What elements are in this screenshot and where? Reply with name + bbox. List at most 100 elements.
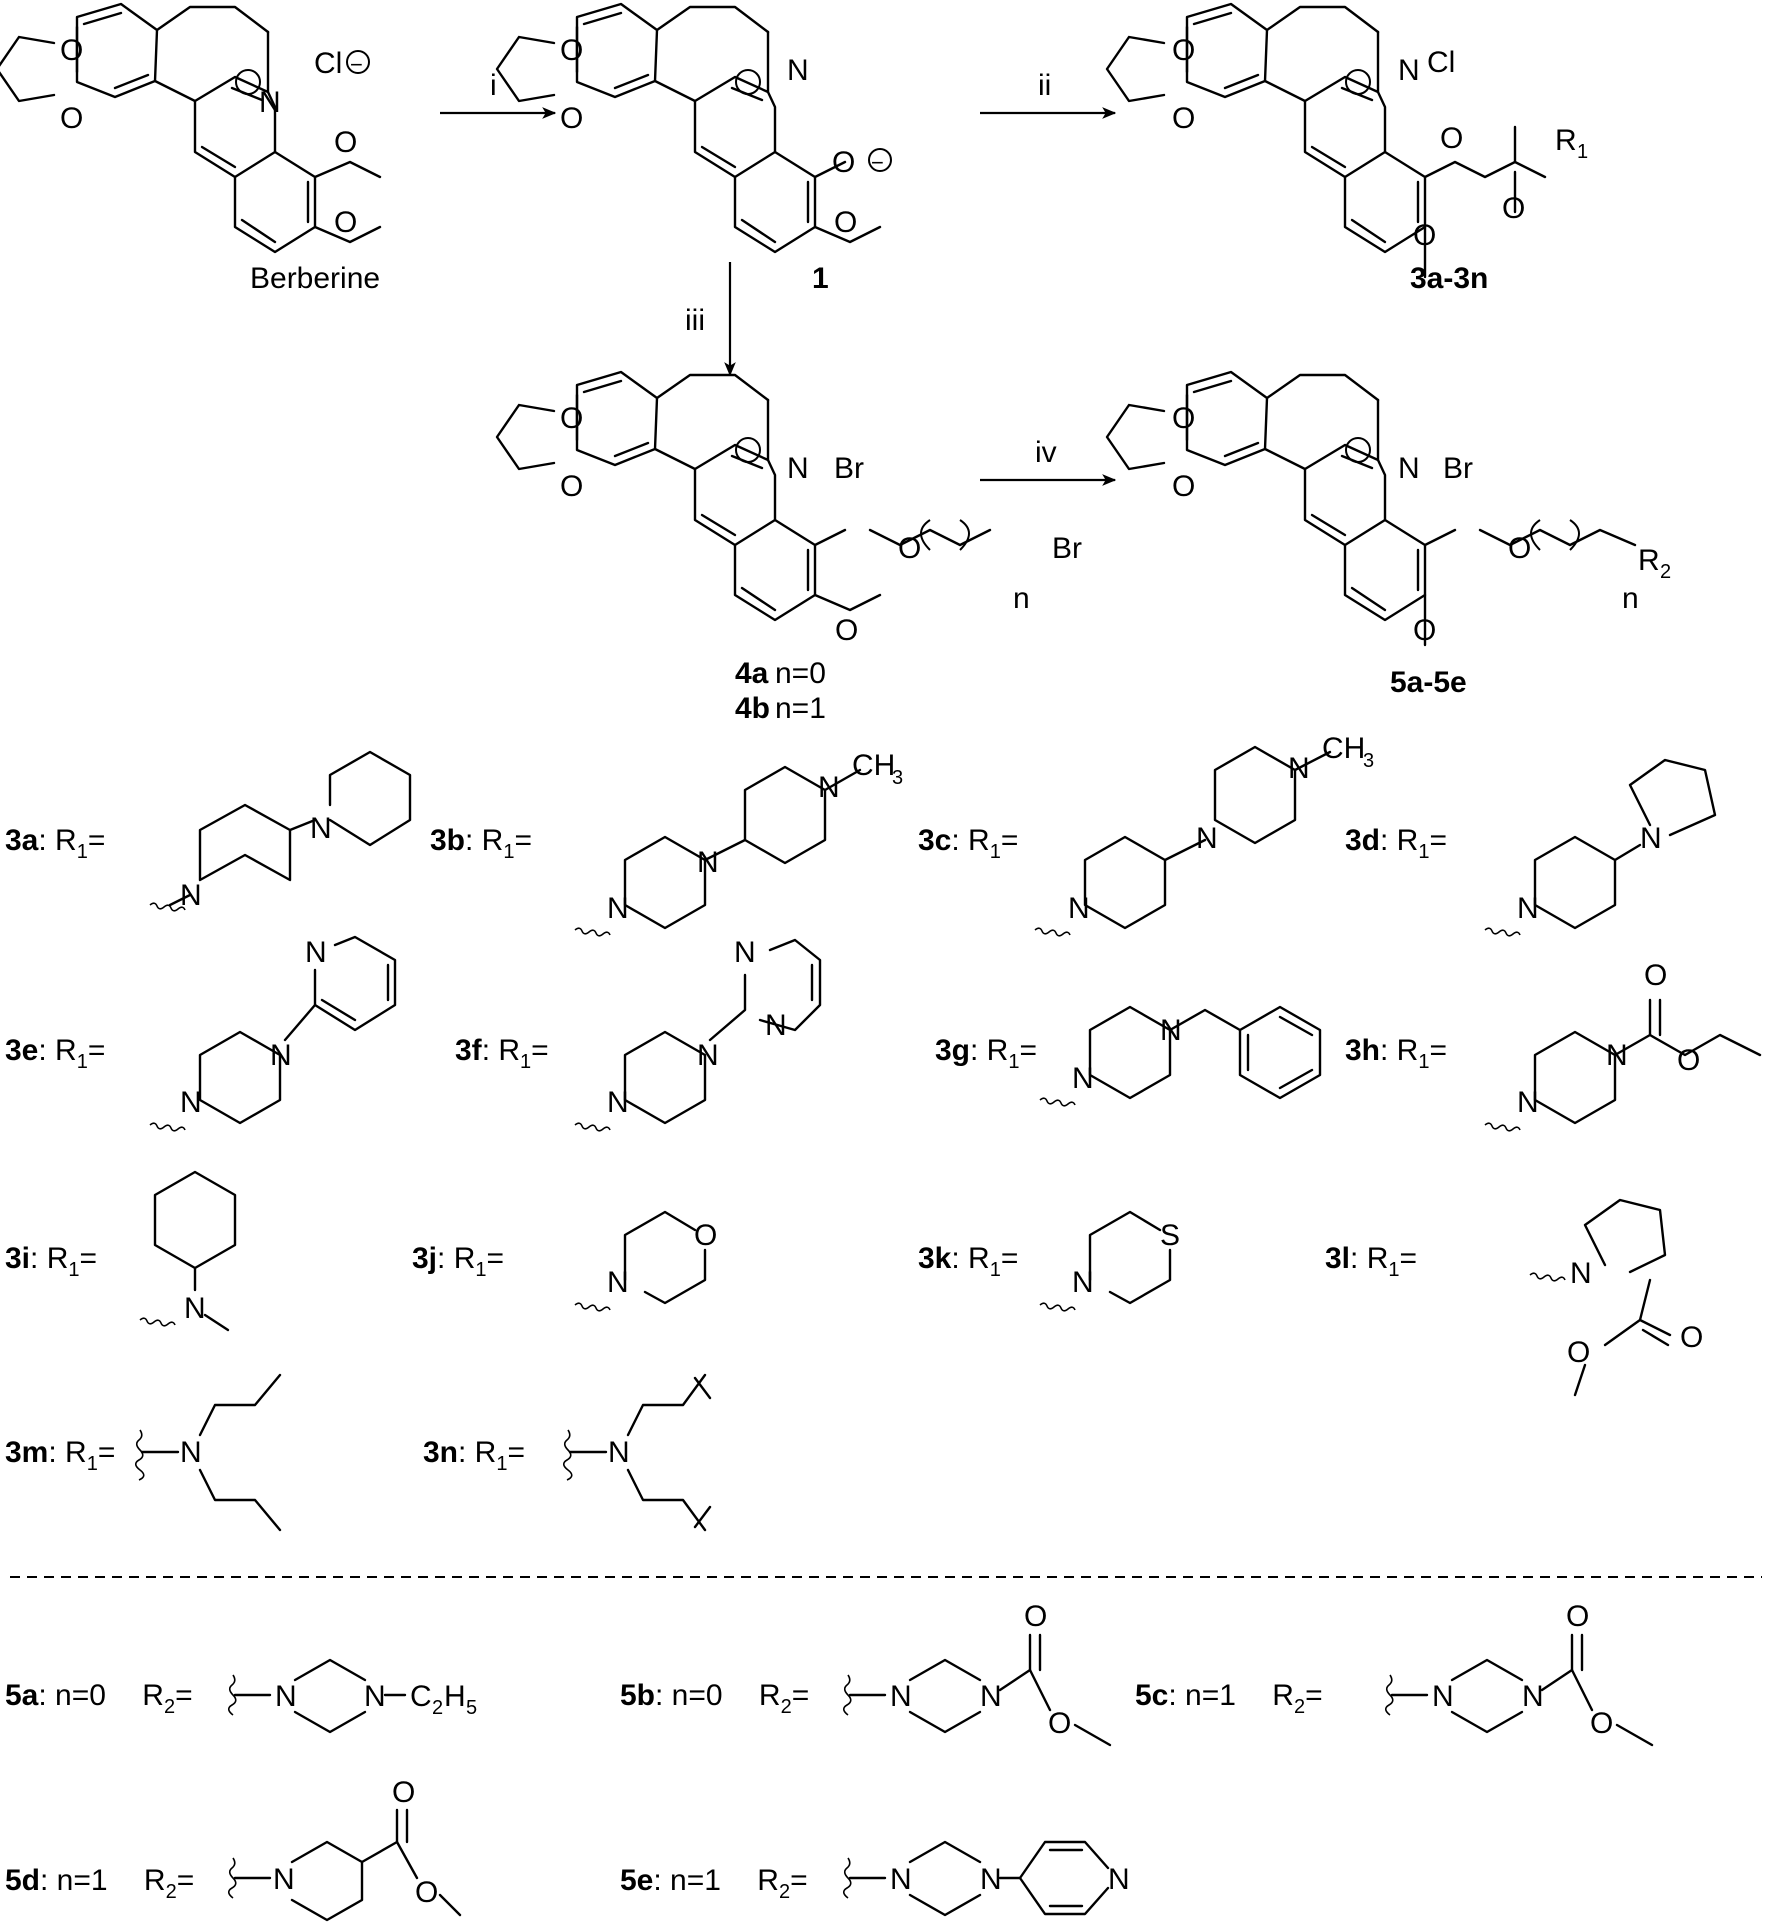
svg-text:N: N	[180, 879, 202, 912]
svg-text:O: O	[835, 614, 858, 647]
r1-3h	[1484, 998, 1762, 1132]
svg-text:3: 3	[1363, 750, 1374, 772]
reagent-iii: iii	[685, 304, 705, 337]
svg-text:N: N	[1522, 1680, 1544, 1713]
svg-text:Cl: Cl	[314, 47, 342, 80]
svg-text:n: n	[1013, 582, 1030, 615]
svg-text:3h: R1=: 3h: R1=	[1345, 1034, 1447, 1073]
svg-text:R: R	[1555, 124, 1577, 157]
svg-text:O: O	[60, 34, 83, 67]
r1-3m	[134, 1373, 282, 1532]
r2-5d	[227, 1808, 462, 1922]
r2-5c	[1384, 1633, 1654, 1747]
svg-text:N: N	[184, 1292, 206, 1325]
svg-text:N: N	[259, 86, 281, 119]
svg-text:−: −	[871, 150, 884, 175]
svg-text:O: O	[415, 1876, 438, 1909]
svg-text:5b: n=0 R2=: 5b: n=0 R2=	[620, 1679, 809, 1718]
svg-text:N: N	[697, 1039, 719, 1072]
svg-text:H: H	[444, 1680, 466, 1713]
r1-3l	[1529, 1198, 1672, 1397]
svg-text:O: O	[1508, 532, 1531, 565]
svg-text:3e: R1=: 3e: R1=	[5, 1034, 105, 1073]
svg-text:N: N	[305, 936, 327, 969]
svg-text:O: O	[1172, 402, 1195, 435]
berberine-structure	[0, 2, 382, 254]
svg-text:N: N	[980, 1680, 1002, 1713]
svg-text:2: 2	[432, 1697, 443, 1719]
svg-text:O: O	[1502, 192, 1525, 225]
svg-text:N: N	[608, 1436, 630, 1469]
svg-text:N: N	[364, 1680, 386, 1713]
svg-text:N: N	[1108, 1863, 1130, 1896]
svg-text:O: O	[1440, 122, 1463, 155]
compound-1-structure	[495, 2, 882, 254]
svg-text:N: N	[1398, 452, 1420, 485]
r1-3e	[149, 935, 397, 1132]
svg-text:O: O	[694, 1219, 717, 1252]
r1-3f	[574, 938, 822, 1132]
r1-3b	[574, 765, 862, 937]
r1-3j	[574, 1210, 707, 1312]
svg-text:N: N	[787, 54, 809, 87]
r2-5b	[842, 1633, 1112, 1747]
svg-text:O: O	[392, 1776, 415, 1809]
svg-text:3i: R1=: 3i: R1=	[5, 1242, 97, 1281]
svg-text:O: O	[1566, 1600, 1589, 1633]
svg-text:O: O	[1413, 614, 1436, 647]
svg-text:N: N	[1517, 892, 1539, 925]
svg-text:O: O	[60, 102, 83, 135]
label-berberine: Berberine	[250, 262, 380, 295]
svg-text:3a: R1=: 3a: R1=	[5, 824, 105, 863]
svg-text:O: O	[1680, 1321, 1703, 1354]
svg-text:N: N	[734, 936, 756, 969]
svg-text:2: 2	[1660, 561, 1671, 583]
svg-text:Br: Br	[1443, 452, 1473, 485]
svg-text:O: O	[560, 470, 583, 503]
r1-3n	[562, 1373, 712, 1532]
svg-text:3k: R1=: 3k: R1=	[918, 1242, 1018, 1281]
svg-text:n=1: n=1	[775, 692, 826, 725]
svg-text:N: N	[1072, 1266, 1094, 1299]
svg-text:O: O	[834, 206, 857, 239]
svg-text:O: O	[1590, 1707, 1613, 1740]
svg-text:N: N	[890, 1863, 912, 1896]
svg-text:O: O	[1172, 102, 1195, 135]
svg-text:N: N	[1432, 1680, 1454, 1713]
r2-5e	[842, 1840, 1110, 1917]
svg-text:n: n	[1622, 582, 1639, 615]
reagent-i: i	[490, 69, 497, 102]
svg-text:S: S	[1160, 1219, 1180, 1252]
svg-text:N: N	[1517, 1086, 1539, 1119]
svg-text:CH: CH	[852, 749, 895, 782]
svg-text:5c: n=1 R2=: 5c: n=1 R2=	[1135, 1679, 1323, 1718]
label-compound-1: 1	[812, 262, 829, 295]
svg-text:O: O	[1413, 219, 1436, 252]
svg-text:O: O	[560, 34, 583, 67]
svg-text:O: O	[1048, 1707, 1071, 1740]
svg-text:Cl: Cl	[1427, 46, 1455, 79]
svg-text:O: O	[334, 126, 357, 159]
svg-text:O: O	[1644, 959, 1667, 992]
compound-3-structure	[1105, 2, 1547, 279]
svg-text:N: N	[180, 1086, 202, 1119]
svg-text:5a: n=0 R2=: 5a: n=0 R2=	[5, 1679, 193, 1718]
svg-text:N: N	[1160, 1014, 1182, 1047]
svg-text:O: O	[1567, 1336, 1590, 1369]
svg-text:n=0: n=0	[775, 657, 826, 690]
r1-3d	[1484, 758, 1717, 937]
svg-text:−: −	[350, 52, 363, 77]
svg-text:N: N	[980, 1863, 1002, 1896]
compound-4-structure	[495, 370, 992, 622]
svg-text:3c: R1=: 3c: R1=	[918, 824, 1018, 863]
svg-text:1: 1	[1577, 141, 1588, 163]
svg-text:CH: CH	[1322, 732, 1365, 765]
compound-5-structure	[1105, 370, 1637, 647]
svg-text:N: N	[697, 846, 719, 879]
svg-text:R: R	[1638, 544, 1660, 577]
label-compound-4a: 4a	[735, 657, 769, 690]
svg-text:O: O	[1024, 1600, 1047, 1633]
svg-text:3: 3	[892, 767, 903, 789]
svg-text:N: N	[765, 1009, 787, 1042]
